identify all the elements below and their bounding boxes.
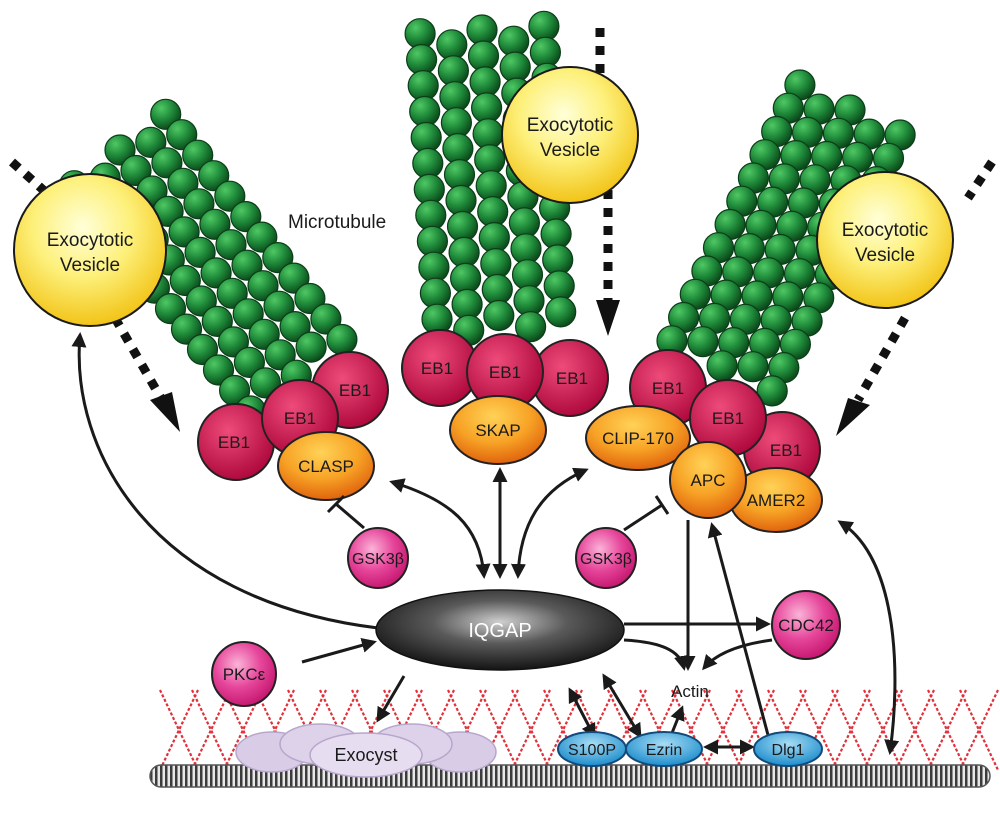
svg-text:IQGAP: IQGAP [468, 620, 531, 642]
tubulin-subunit [706, 350, 738, 382]
vesicle-label-line2: Vesicle [540, 140, 600, 161]
svg-text:APC: APC [691, 471, 726, 490]
exocytotic-vesicle-center: Exocytotic Vesicle [501, 66, 639, 204]
svg-text:CLASP: CLASP [298, 457, 354, 476]
svg-text:CDC42: CDC42 [778, 616, 834, 635]
svg-text:PKCε: PKCε [223, 665, 266, 684]
vesicle-label-line1: Exocytotic [527, 115, 614, 136]
pkce-protein: PKCε [211, 641, 277, 707]
clip170-protein: CLIP-170 [585, 405, 691, 471]
svg-text:EB1: EB1 [339, 381, 371, 400]
skap-protein: SKAP [449, 395, 547, 465]
exocytotic-vesicle-right: Exocytotic Vesicle [816, 171, 954, 309]
svg-text:GSK3β: GSK3β [580, 551, 632, 568]
tubulin-subunit [545, 296, 577, 328]
gsk3b-left: GSK3β [347, 527, 409, 589]
svg-text:EB1: EB1 [489, 363, 521, 382]
eb1-center-3: EB1 [531, 339, 609, 417]
tubulin-subunit [687, 326, 719, 358]
exocytotic-vesicle-left: Exocytotic Vesicle [13, 173, 167, 327]
interaction-arrows [71, 332, 900, 755]
svg-text:EB1: EB1 [712, 409, 744, 428]
svg-text:Dlg1: Dlg1 [772, 742, 805, 759]
actin-label: Actin [671, 682, 709, 701]
tubulin-subunit [756, 375, 788, 407]
svg-text:EB1: EB1 [421, 359, 453, 378]
tubulin-subunit [737, 351, 769, 383]
apc-protein: APC [669, 441, 747, 519]
tubulin-subunit [326, 323, 358, 356]
svg-text:Ezrin: Ezrin [646, 742, 682, 759]
vesicle-label-line2: Vesicle [855, 245, 915, 266]
svg-text:EB1: EB1 [556, 369, 588, 388]
ezrin-protein: Ezrin [625, 731, 703, 767]
svg-text:GSK3β: GSK3β [352, 551, 404, 568]
svg-text:S100P: S100P [568, 742, 616, 759]
eb1-left-1: EB1 [197, 403, 275, 481]
tubulin-subunit [514, 311, 547, 343]
vesicle-label-line1: Exocytotic [47, 230, 134, 251]
vesicle-label-line2: Vesicle [60, 255, 120, 276]
dlg1-protein: Dlg1 [753, 731, 823, 767]
vesicle-label-line1: Exocytotic [842, 220, 929, 241]
exocyst-label: Exocyst [334, 745, 397, 765]
s100p-protein: S100P [557, 731, 627, 767]
eb1-center-2: EB1 [466, 333, 544, 411]
microtubule-label: Microtubule [288, 212, 386, 233]
svg-text:EB1: EB1 [770, 441, 802, 460]
svg-text:EB1: EB1 [218, 433, 250, 452]
svg-text:CLIP-170: CLIP-170 [602, 429, 674, 448]
tubulin-subunit [295, 331, 327, 363]
inhibition-gsk3b-apc [623, 495, 670, 532]
iqgap-protein: IQGAP [375, 589, 625, 671]
cdc42-protein: CDC42 [771, 590, 841, 660]
tubulin-subunit [483, 299, 515, 332]
gsk3b-right: GSK3β [575, 527, 637, 589]
svg-text:SKAP: SKAP [475, 421, 520, 440]
clasp-protein: CLASP [277, 431, 375, 501]
inhibition-gsk3b-clasp [326, 494, 365, 530]
svg-text:EB1: EB1 [652, 379, 684, 398]
eb1-right-2: EB1 [689, 379, 767, 457]
exocyst-complex: Exocyst [235, 723, 497, 778]
svg-text:EB1: EB1 [284, 409, 316, 428]
svg-text:AMER2: AMER2 [747, 491, 806, 510]
